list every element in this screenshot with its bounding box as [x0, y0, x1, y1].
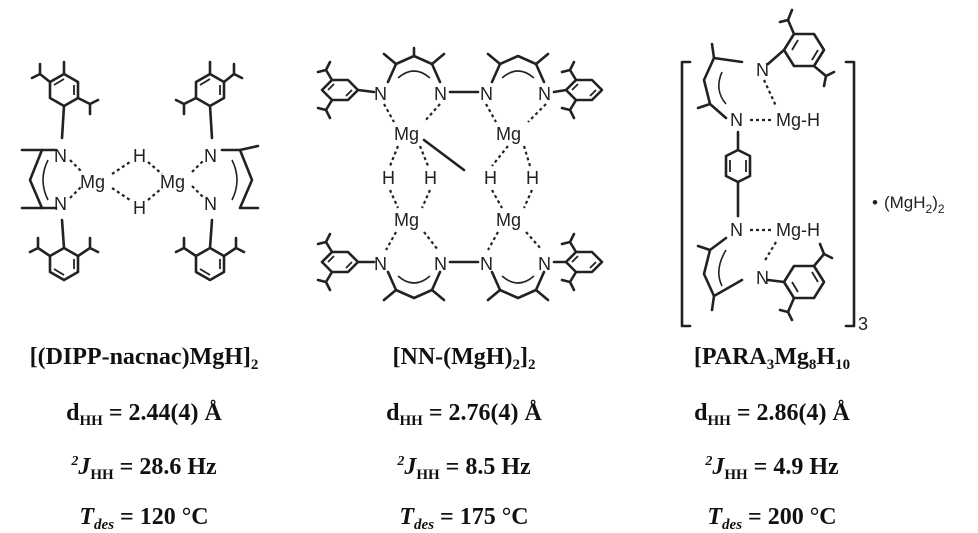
mg-label: Mg — [160, 172, 185, 192]
nacnac-ring-top-left — [382, 46, 446, 84]
dative-bond — [423, 231, 439, 251]
n-label: N — [538, 84, 551, 104]
structure-dipp-nacnac-dimer: N N Mg H H Mg N N — [20, 60, 260, 282]
compound-name: [NN-(MgH)2]2 — [392, 344, 536, 373]
dative-bond — [383, 103, 395, 123]
n-label: N — [730, 110, 743, 130]
bridging-bond — [420, 189, 432, 209]
aryl-ring-top-right — [552, 60, 604, 120]
aryl-ring-top-right — [174, 60, 244, 140]
aryl-ring-top-left — [316, 60, 376, 120]
bridging-bond — [418, 145, 430, 167]
adduct-label: •(MgH2)2 — [872, 193, 945, 216]
dative-bond — [191, 159, 205, 173]
n-label: N — [480, 254, 493, 274]
structure-nn-mgh2-dimer: N N N N Mg Mg H H H H Mg Mg — [316, 46, 604, 302]
bridging-bond — [111, 161, 131, 175]
coupling-value: 2JHH = 28.6 Hz — [71, 454, 217, 483]
aryl-ring-bottom-right — [174, 218, 246, 282]
bridging-bond — [388, 189, 400, 209]
n-label: N — [730, 220, 743, 240]
n-label: N — [434, 84, 447, 104]
mg-h-bond — [422, 138, 466, 172]
desorption-temperature: Tdes = 200 °C — [707, 504, 837, 533]
n-label: N — [204, 194, 217, 214]
h-label: H — [382, 168, 395, 188]
nacnac-ring-left — [20, 148, 58, 210]
mg-label: Mg — [496, 210, 521, 230]
structure-para3-mg8h10: 3 •(MgH2)2 N N Mg-H N Mg-H N — [680, 8, 945, 330]
n-label: N — [374, 84, 387, 104]
compound-name: [PARA3Mg8H10 — [693, 344, 851, 373]
dative-bond — [69, 185, 83, 199]
n-label: N — [54, 194, 67, 214]
mg-label: Mg — [394, 124, 419, 144]
n-label: N — [756, 268, 769, 288]
dative-bond — [487, 231, 499, 251]
phenylene-ring — [724, 130, 752, 218]
bridging-bond — [491, 189, 503, 209]
dhh-value: dHH = 2.86(4) Å — [694, 400, 850, 429]
dative-bond — [763, 241, 777, 263]
aryl-ring-bottom-right — [552, 232, 604, 292]
aryl-ring-bottom-left — [28, 218, 100, 282]
bridging-bond — [522, 189, 534, 209]
n-label: N — [538, 254, 551, 274]
nacnac-ring-top-right — [486, 52, 550, 84]
n-label: N — [54, 146, 67, 166]
dhh-value: dHH = 2.44(4) Å — [66, 400, 222, 429]
dative-bond — [191, 185, 205, 199]
bracket-left — [680, 60, 692, 328]
mgh-label: Mg-H — [776, 110, 820, 130]
nacnac-ring-right — [220, 144, 260, 210]
nacnac-ring-bottom-left — [382, 270, 446, 302]
desorption-temperature: Tdes = 120 °C — [79, 504, 209, 533]
mg-label: Mg — [394, 210, 419, 230]
dative-bond — [763, 79, 777, 107]
aryl-ring-top-left — [30, 60, 100, 140]
h-label: H — [424, 168, 437, 188]
coupling-value: 2JHH = 4.9 Hz — [705, 454, 839, 483]
compound-name: [(DIPP-nacnac)MgH]2 — [29, 344, 259, 373]
h-label: H — [133, 198, 146, 218]
nacnac-ring-bottom — [696, 236, 744, 312]
n-label: N — [204, 146, 217, 166]
dative-bond — [423, 103, 441, 123]
n-label: N — [434, 254, 447, 274]
mg-label: Mg — [80, 172, 105, 192]
dative-bond — [485, 103, 497, 123]
bracket-right — [844, 60, 856, 328]
n-label: N — [374, 254, 387, 274]
dative-bond — [385, 231, 397, 251]
bridging-bond — [111, 187, 131, 201]
aryl-ring-bottom-left — [316, 232, 376, 292]
desorption-temperature: Tdes = 175 °C — [399, 504, 529, 533]
bridging-bond — [491, 145, 509, 167]
h-label: H — [526, 168, 539, 188]
bridging-bond — [522, 145, 532, 167]
bridging-bond — [388, 145, 400, 167]
nacnac-ring-top — [696, 42, 744, 120]
dative-bond — [69, 159, 83, 173]
bracket-count: 3 — [858, 314, 868, 330]
nacnac-ring-bottom-right — [486, 270, 550, 302]
mg-label: Mg — [496, 124, 521, 144]
n-label: N — [756, 60, 769, 80]
h-label: H — [133, 146, 146, 166]
n-label: N — [480, 84, 493, 104]
aryl-ring-bottom — [766, 242, 834, 322]
dative-bond — [525, 231, 543, 251]
coupling-value: 2JHH = 8.5 Hz — [397, 454, 531, 483]
dhh-value: dHH = 2.76(4) Å — [386, 400, 542, 429]
aryl-ring-top — [766, 8, 836, 88]
h-label: H — [484, 168, 497, 188]
mgh-label: Mg-H — [776, 220, 820, 240]
dative-bond — [527, 103, 547, 123]
